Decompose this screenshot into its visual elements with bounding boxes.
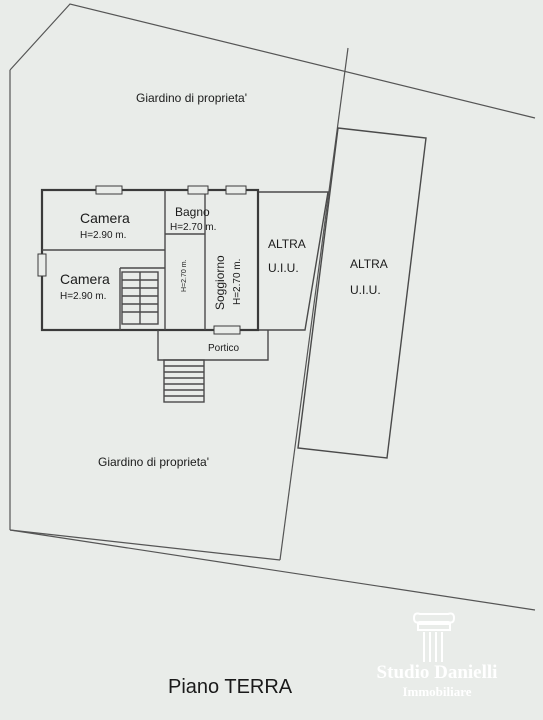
interior-stairs: [121, 271, 159, 325]
portico-label: Portico: [208, 343, 240, 354]
portico: [157, 330, 269, 403]
disimpegno-height: H=2.70 m.: [181, 259, 188, 292]
brand-name: Studio Danielli: [376, 662, 498, 683]
garden-bottom-label: Giardino di proprieta': [98, 455, 209, 469]
house-outline: [37, 185, 260, 335]
camera-2-height: H=2.90 m.: [60, 291, 106, 302]
altra-uiu-2-line2: U.I.U.: [350, 283, 381, 297]
altra-uiu-block-middle: [258, 191, 329, 331]
altra-uiu-block-right: [297, 127, 427, 459]
camera-2-label: Camera: [60, 271, 110, 287]
altra-uiu-1-line1: ALTRA: [268, 237, 306, 251]
camera-1-height: H=2.90 m.: [80, 230, 126, 241]
windows: [37, 185, 247, 335]
brand-watermark: Studio Danielli Immobiliare: [358, 662, 516, 700]
column-capital-icon: [412, 612, 456, 662]
bagno-height: H=2.70 m.: [170, 222, 216, 233]
garden-top-label: Giardino di proprieta': [136, 91, 247, 105]
camera-1-label: Camera: [80, 210, 130, 226]
bagno-label: Bagno: [175, 205, 210, 219]
soggiorno-label: Soggiorno: [213, 255, 227, 310]
soggiorno-height: H=2.70 m.: [232, 259, 243, 305]
floor-title: Piano TERRA: [168, 676, 293, 698]
brand-subtitle: Immobiliare: [402, 684, 472, 699]
altra-uiu-2-line1: ALTRA: [350, 257, 388, 271]
altra-uiu-1-line2: U.I.U.: [268, 261, 299, 275]
